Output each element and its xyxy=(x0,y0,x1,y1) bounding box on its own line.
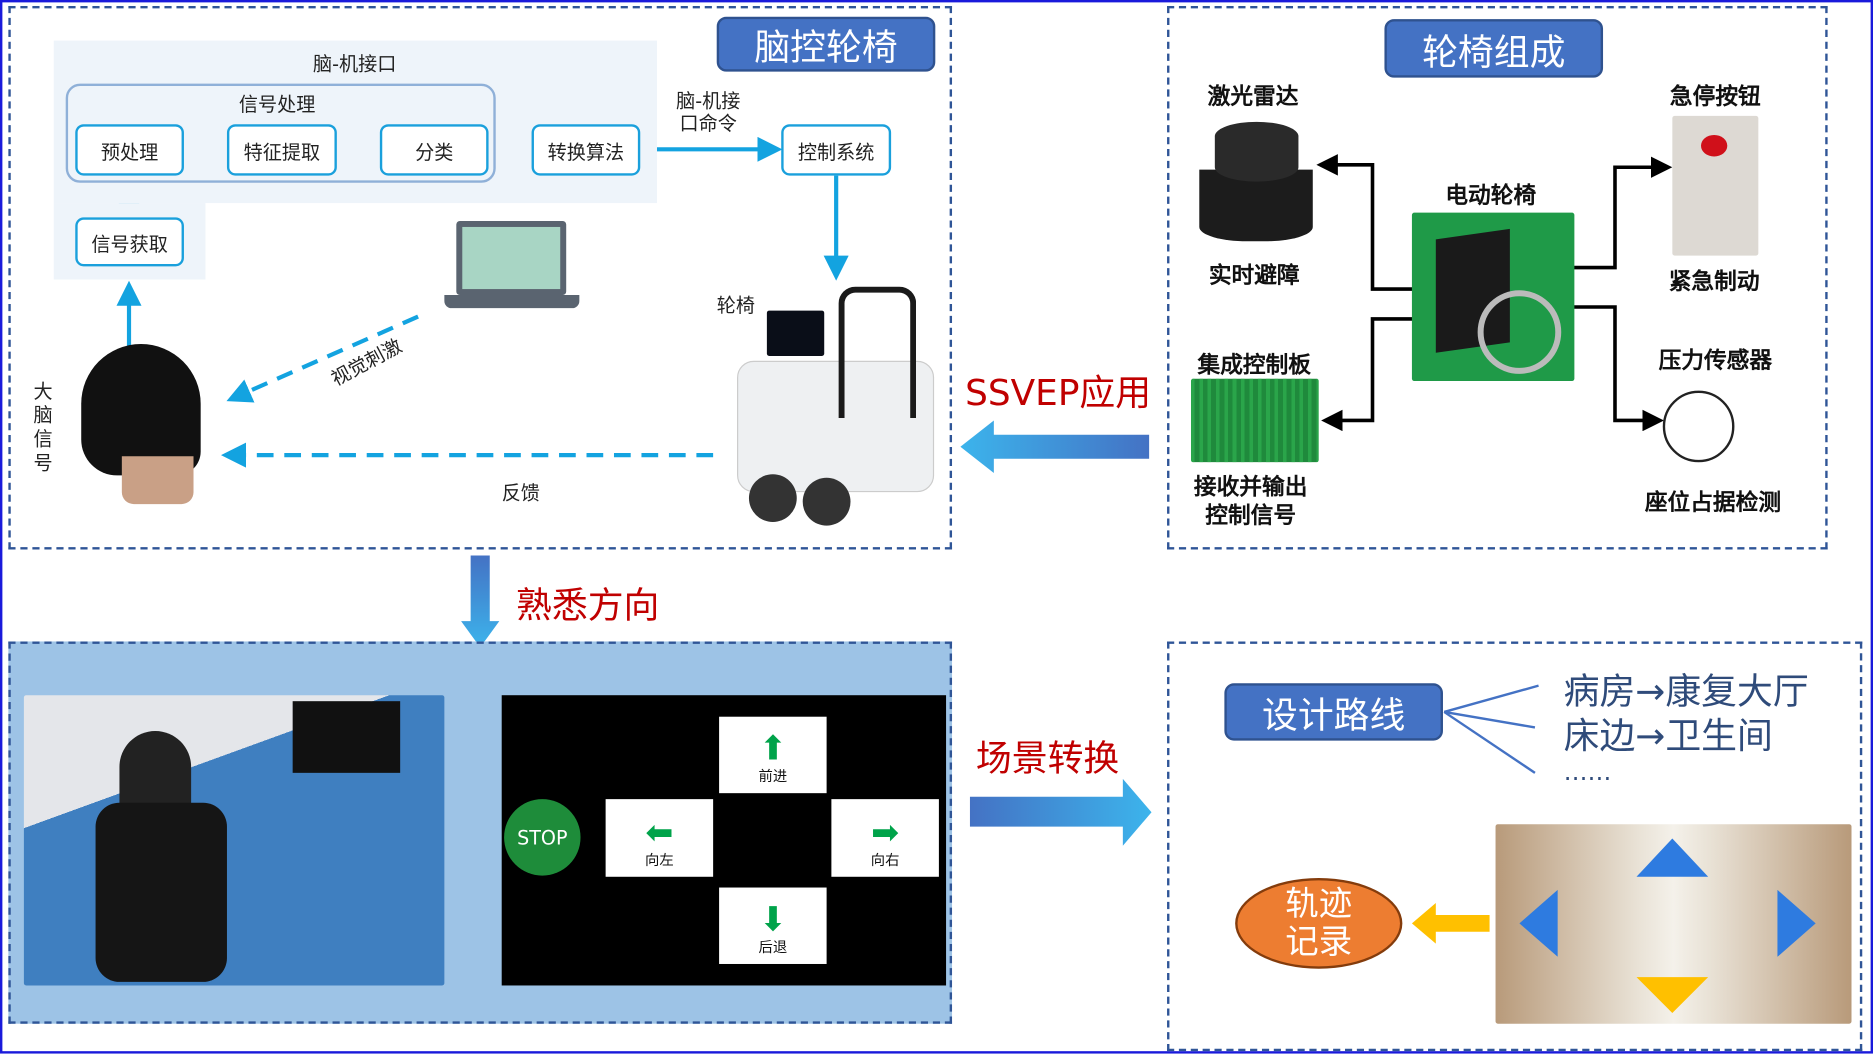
brain-signal-label: 大脑信号 xyxy=(33,379,53,475)
signal-processing-group xyxy=(65,83,496,183)
user-experiment-photo xyxy=(23,695,445,986)
corridor-photo xyxy=(1495,824,1852,1024)
scene-switch-arrow xyxy=(969,778,1152,846)
wheelchair-screen xyxy=(766,310,825,356)
pressure-function: 座位占据检测 xyxy=(1644,489,1782,517)
brain-control-title: 脑控轮椅 xyxy=(716,16,936,72)
scene-switch-label: 场景转换 xyxy=(975,738,1120,781)
estop-function: 紧急制动 xyxy=(1668,268,1760,296)
nav-left-icon[interactable] xyxy=(1519,889,1558,957)
signal-processing-label: 信号处理 xyxy=(238,93,316,116)
brain-control-section xyxy=(8,5,953,550)
lidar-function: 实时避障 xyxy=(1208,262,1300,290)
laptop-base xyxy=(444,295,580,309)
right-tile[interactable]: ➡向右 xyxy=(831,799,939,877)
route-1: 病房→康复大厅 xyxy=(1563,671,1809,714)
arrow-up-icon: ⬆ xyxy=(758,728,787,769)
track-record: 轨迹记录 xyxy=(1235,877,1403,969)
estop-label: 急停按钮 xyxy=(1669,83,1761,110)
pressure-sensor-photo xyxy=(1662,390,1735,463)
control-system: 控制系统 xyxy=(781,124,892,176)
ssvep-label: SSVEP应用 xyxy=(965,372,1152,415)
wheelchair-component-label: 电动轮椅 xyxy=(1445,182,1537,210)
step-feature: 特征提取 xyxy=(226,124,337,176)
arrow-left-icon: ⬅ xyxy=(645,812,674,852)
route-2: 床边→卫生间 xyxy=(1563,715,1773,758)
route-section xyxy=(1167,641,1863,1052)
arrow-down-icon: ⬇ xyxy=(758,899,787,939)
pressure-label: 压力传感器 xyxy=(1658,347,1773,374)
arrow-right-icon: ➡ xyxy=(871,812,900,852)
composition-title: 轮椅组成 xyxy=(1384,19,1604,78)
composition-section xyxy=(1167,5,1828,550)
back-tile[interactable]: ⬇后退 xyxy=(719,887,827,964)
lidar-label: 激光雷达 xyxy=(1207,83,1299,110)
electric-wheelchair-photo xyxy=(1411,212,1575,382)
nav-right-icon[interactable] xyxy=(1777,889,1816,957)
familiarize-label: 熟悉方向 xyxy=(516,585,660,628)
nav-up-icon[interactable] xyxy=(1636,838,1709,877)
command-label: 脑-机接口命令 xyxy=(676,89,741,135)
feedback-label: 反馈 xyxy=(501,481,540,505)
ssvep-arrow xyxy=(960,420,1150,474)
wheelchair-photo xyxy=(737,360,935,493)
route-title: 设计路线 xyxy=(1224,683,1443,741)
stop-button[interactable]: STOP xyxy=(504,799,581,876)
wheelchair-label: 轮椅 xyxy=(716,293,755,317)
eeg-cap-photo xyxy=(81,344,201,476)
signal-acquisition: 信号获取 xyxy=(75,217,184,267)
board-function: 接收并输出控制信号 xyxy=(1193,474,1308,530)
step-classify: 分类 xyxy=(379,124,489,176)
control-board-photo xyxy=(1190,378,1319,463)
nav-down-icon[interactable] xyxy=(1636,977,1709,1013)
familiarize-arrow xyxy=(461,555,500,648)
estop-photo xyxy=(1672,115,1759,256)
step-preprocess: 预处理 xyxy=(75,124,184,176)
bci-panel xyxy=(53,40,657,204)
bci-label: 脑-机接口 xyxy=(312,52,397,76)
left-tile[interactable]: ⬅向左 xyxy=(605,799,714,877)
step-conversion: 转换算法 xyxy=(531,124,641,176)
board-label: 集成控制板 xyxy=(1197,352,1311,379)
laptop-icon xyxy=(456,220,567,296)
forward-tile[interactable]: ⬆前进 xyxy=(719,716,827,794)
route-more: …… xyxy=(1563,757,1612,786)
